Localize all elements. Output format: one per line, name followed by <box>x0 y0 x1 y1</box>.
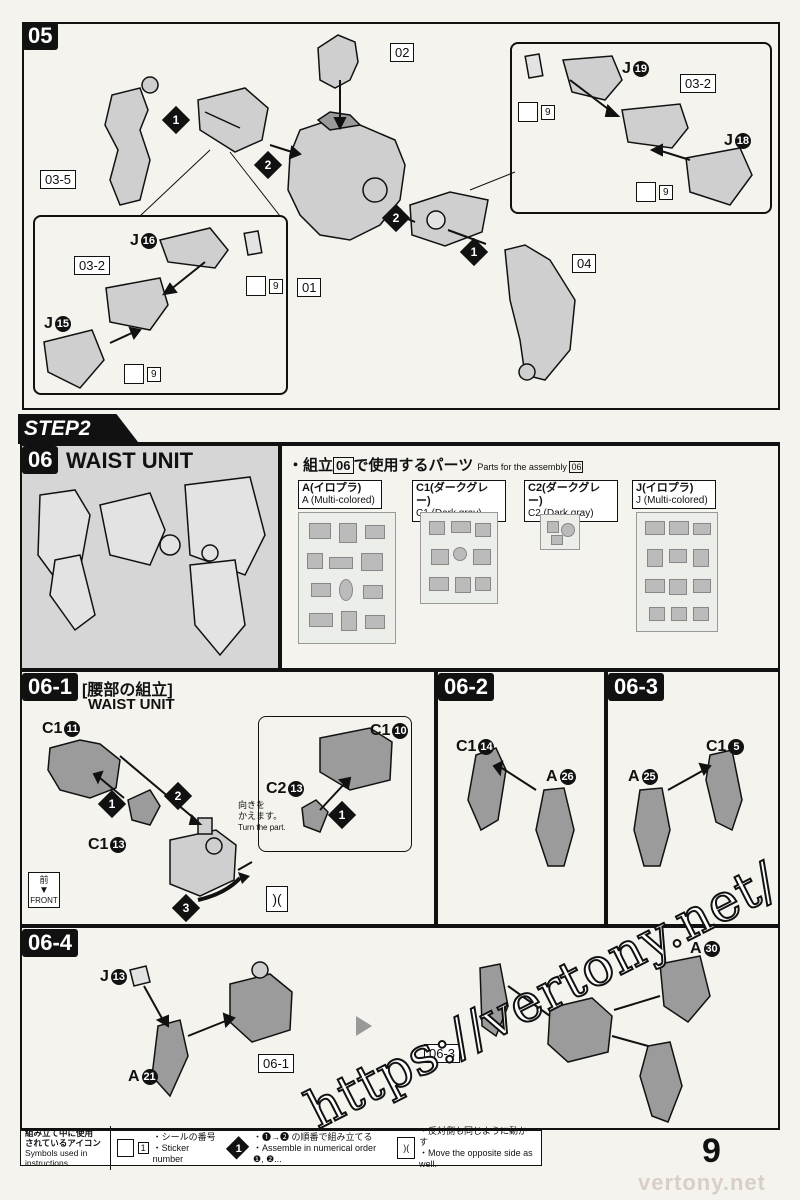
step-06-1-panel <box>20 670 436 926</box>
sticker-indicator-2: 9 <box>636 182 673 202</box>
order-marker: 2 <box>163 781 193 811</box>
front-indicator-label: FRONT <box>30 896 58 905</box>
step-06-3-number: 06-3 <box>608 673 665 701</box>
legend-sticker: 1 ・シールの番号・Sticker number <box>111 1132 224 1165</box>
mirror-icon: )( <box>266 886 288 912</box>
page-number: 9 <box>702 1132 721 1170</box>
waist-unit-number: 06 <box>22 446 59 474</box>
step-06-1-subtitle: WAIST UNIT <box>88 696 175 713</box>
runner-j-image <box>636 512 718 632</box>
runner-label-j: J(イロプラ)J (Multi-colored) <box>632 480 716 509</box>
front-indicator: 前 ▼ FRONT <box>28 872 60 908</box>
step-06-4-panel <box>20 926 780 1130</box>
sticker-indicator-4: 9 <box>124 364 161 384</box>
legend-order: 1 ・❶→❷ の順番で組み立てる・Assemble in numerical o… <box>224 1132 392 1165</box>
runner-c1-image <box>420 512 498 604</box>
step-06-1-inset <box>258 716 412 852</box>
step-06-3-drawing <box>633 749 743 867</box>
runner-a-image <box>298 512 396 644</box>
part-tag-04: 04 <box>572 254 597 273</box>
site-mark: vertony.net <box>638 1170 766 1195</box>
order-marker: 3 <box>171 893 201 923</box>
step-06-2-drawing <box>467 747 575 867</box>
sticker-icon <box>116 1139 134 1157</box>
order-marker: 1 <box>161 105 191 135</box>
sticker-indicator-1: 9 <box>518 102 555 122</box>
runner-label-a: A(イロプラ)A (Multi-colored) <box>298 480 382 509</box>
step-05-inset-right <box>510 42 772 214</box>
turn-note: 向きを かえます。 Turn the part. <box>238 800 286 832</box>
runner-c2-image <box>540 514 580 550</box>
waist-unit-title: WAIST UNIT <box>66 448 194 473</box>
step-06-1-drawing <box>47 727 393 902</box>
parts-panel <box>280 444 780 670</box>
part-tag-03-5: 03-5 <box>40 170 77 189</box>
step-06-2-number: 06-2 <box>438 673 495 701</box>
step2-banner-text: STEP2 <box>24 417 91 440</box>
sticker-indicator-3: 9 <box>246 276 283 296</box>
front-indicator-jp: 前 <box>39 875 49 885</box>
order-marker: 1 <box>327 800 357 830</box>
step-05-drawing <box>43 34 753 389</box>
part-tag-06-1: 06-1 <box>258 1054 295 1073</box>
order-icon: 1 <box>225 1136 250 1160</box>
step-06-1-number: 06-1 <box>22 673 79 701</box>
mirror-icon: )( <box>397 1137 416 1159</box>
part-tag-03-2-right: 03-2 <box>680 74 717 93</box>
step2-banner <box>18 414 138 442</box>
icon-legend: 組み立て中に使用 されているアイコン Symbols used in instr… <box>20 1126 542 1170</box>
order-marker: 1 <box>97 789 127 819</box>
part-tag-03-2-left: 03-2 <box>74 256 111 275</box>
step-05-inset-left <box>33 215 288 395</box>
part-tag-06-3: 06-3 <box>424 1044 461 1063</box>
step-06-3-panel <box>606 670 780 926</box>
part-tag-02: 02 <box>390 43 415 62</box>
step-06-1-title: [腰部の組立] <box>82 682 173 699</box>
order-marker: 2 <box>381 203 411 233</box>
step-06-2-panel <box>436 670 606 926</box>
legend-mirror: )( ・反対側も同じように動かす・Move the opposite side … <box>391 1126 541 1170</box>
order-marker: 1 <box>459 237 489 267</box>
legend-title: 組み立て中に使用 されているアイコン Symbols used in instr… <box>21 1126 111 1170</box>
part-tag-01: 01 <box>297 278 322 297</box>
step2-rule <box>18 442 780 444</box>
step-05-number: 05 <box>22 22 59 50</box>
step-05-panel <box>22 22 780 410</box>
front-indicator-arrow-icon: ▼ <box>39 885 49 896</box>
step-06-4-number: 06-4 <box>22 929 79 957</box>
order-marker: 2 <box>253 150 283 180</box>
waist-unit-preview <box>37 476 266 657</box>
step-06-4-drawing <box>129 955 711 1123</box>
